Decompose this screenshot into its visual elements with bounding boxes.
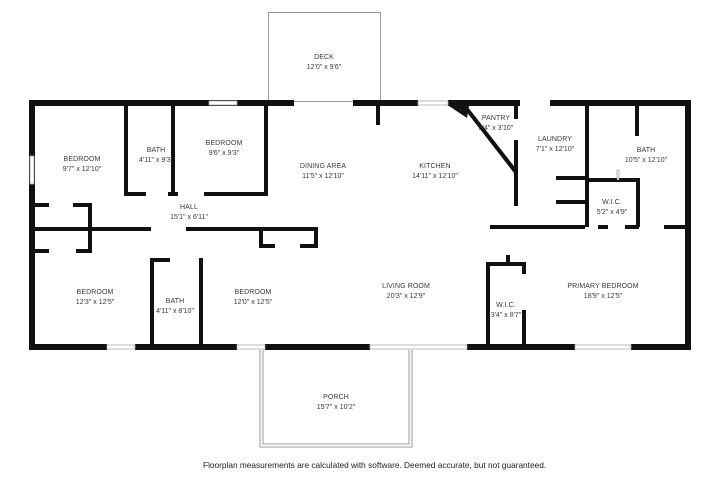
room-name: KITCHEN — [419, 163, 451, 170]
room-dimensions: 11'5" x 12'10" — [302, 173, 344, 180]
room-dimensions: 12'0" x 12'5" — [233, 299, 273, 306]
room-dimensions: 14'11" x 12'10" — [412, 173, 458, 180]
room-name: BEDROOM — [76, 289, 114, 296]
measurement-disclaimer: Floorplan measurements are calculated wi… — [203, 460, 547, 470]
room-name: BATH — [636, 147, 656, 154]
room-name: W.I.C. — [602, 199, 622, 206]
room-name: BEDROOM — [63, 156, 101, 163]
room-deck: DECK 12'0" x 9'6" — [307, 53, 342, 73]
room-dimensions: 15'7" x 10'2" — [316, 404, 356, 411]
room-porch: PORCH 15'7" x 10'2" — [317, 393, 355, 413]
room-bedroom-north: BEDROOM 9'6" x 9'3" — [206, 139, 243, 159]
room-living-room: LIVING ROOM 20'3" x 12'9" — [382, 282, 430, 302]
exterior-walls — [29, 100, 691, 350]
room-name: PRIMARY BEDROOM — [567, 283, 639, 290]
room-dimensions: 3'4" x 3'10" — [478, 125, 514, 132]
room-name: W.I.C. — [496, 302, 516, 309]
room-name: BATH — [146, 147, 166, 154]
room-bedroom-nw: BEDROOM 9'7" x 12'10" — [63, 155, 101, 175]
room-dining-area: DINING AREA 11'5" x 12'10" — [300, 162, 346, 182]
room-bath-north: BATH 4'11" x 9'3" — [139, 146, 173, 166]
room-dimensions: 10'5" x 12'10" — [624, 157, 668, 164]
room-name: HALL — [180, 204, 198, 211]
room-dimensions: 15'1" x 6'11" — [170, 214, 208, 221]
room-dimensions: 20'3" x 12'9" — [386, 293, 426, 300]
room-wic-primary-bedroom: W.I.C. 3'4" x 8'7" — [491, 301, 522, 321]
room-name: LIVING ROOM — [382, 283, 430, 290]
room-name: PORCH — [323, 394, 349, 401]
room-dimensions: 7'1" x 12'10" — [535, 146, 575, 153]
room-dimensions: 4'11" x 9'3" — [139, 157, 173, 164]
room-bath-primary: BATH 10'5" x 12'10" — [625, 146, 667, 166]
room-pantry: PANTRY 3'4" x 3'10" — [479, 114, 514, 134]
porch-outline — [259, 350, 413, 448]
room-name: BEDROOM — [205, 140, 243, 147]
room-bedroom-south: BEDROOM 12'0" x 12'5" — [234, 288, 272, 308]
room-name: LAUNDRY — [537, 136, 573, 143]
room-dimensions: 9'6" x 9'3" — [208, 150, 240, 157]
room-name: DECK — [314, 54, 334, 61]
room-dimensions: 3'4" x 8'7" — [490, 312, 522, 319]
room-dimensions: 5'2" x 4'9" — [596, 209, 628, 216]
room-name: DINING AREA — [299, 163, 347, 170]
room-bath-south: BATH 4'11" x 8'10" — [156, 297, 194, 317]
room-kitchen: KITCHEN 14'11" x 12'10" — [412, 162, 458, 182]
room-dimensions: 9'7" x 12'10" — [62, 166, 102, 173]
room-dimensions: 12'0" x 9'6" — [306, 64, 342, 71]
deck-outline — [268, 12, 381, 102]
room-dimensions: 12'3" x 12'5" — [75, 299, 115, 306]
interior-walls — [29, 100, 690, 348]
room-bedroom-sw: BEDROOM 12'3" x 12'5" — [76, 288, 114, 308]
room-dimensions: 18'9" x 12'5" — [583, 293, 623, 300]
windows — [29, 100, 632, 350]
room-name: PANTRY — [481, 115, 511, 122]
room-wic-primary-bath: W.I.C. 5'2" x 4'9" — [597, 198, 628, 218]
room-dimensions: 4'11" x 8'10" — [156, 308, 194, 315]
room-name: BEDROOM — [234, 289, 272, 296]
room-primary-bedroom: PRIMARY BEDROOM 18'9" x 12'5" — [567, 282, 638, 302]
room-laundry: LAUNDRY 7'1" x 12'10" — [536, 135, 574, 155]
room-hall: HALL 15'1" x 6'11" — [170, 203, 208, 223]
room-name: BATH — [165, 298, 185, 305]
